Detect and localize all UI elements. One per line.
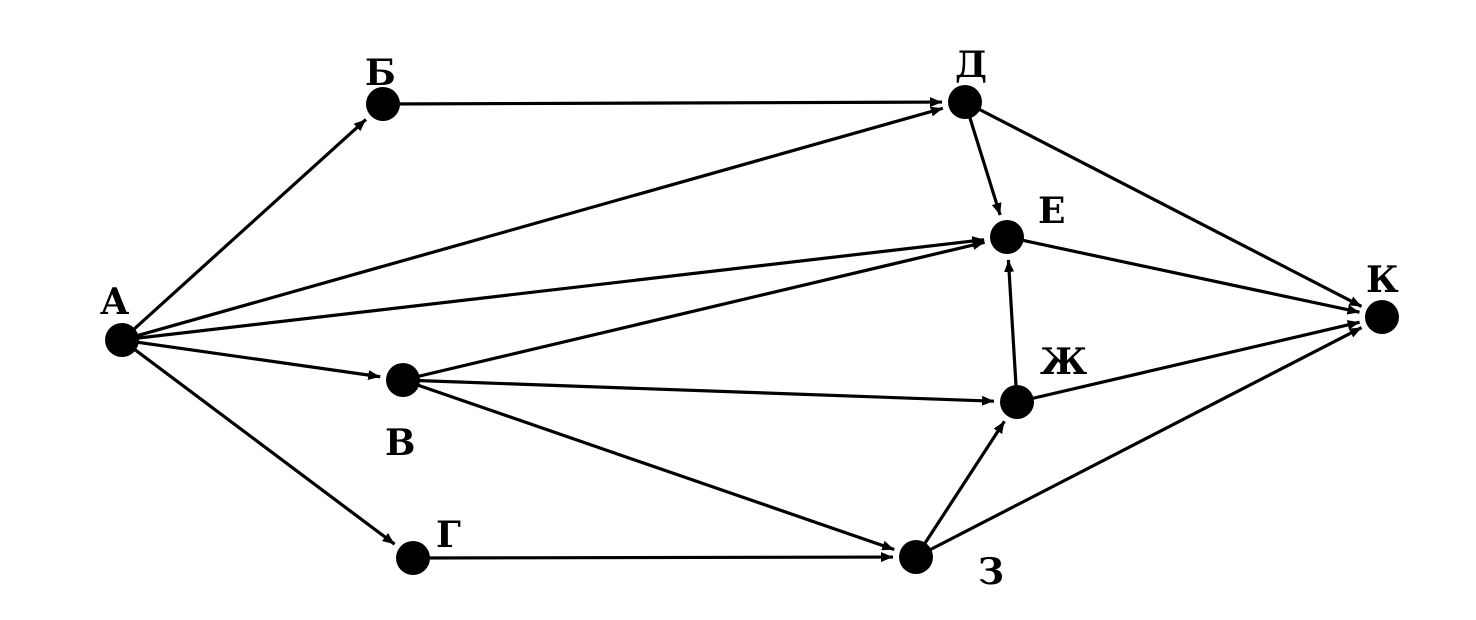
edge-zh-e: [1004, 259, 1019, 403]
node-label-e: Е: [1038, 190, 1065, 232]
edge-v-z: [402, 378, 895, 552]
node-label-v: В: [385, 422, 415, 464]
labels-layer: А Б В Г Д Е Ж З К: [100, 44, 1399, 593]
nodes-layer: [105, 85, 1399, 575]
edge-v-e: [402, 240, 985, 382]
edge-a-g: [121, 338, 396, 546]
edge-v-zh: [402, 378, 995, 406]
node-z: [899, 540, 933, 574]
edge-a-v: [121, 338, 381, 381]
edge-d-k: [964, 100, 1363, 308]
node-a: [105, 323, 139, 357]
edge-a-e: [121, 236, 985, 342]
node-k: [1365, 300, 1399, 334]
node-label-zh: Ж: [1040, 341, 1087, 383]
node-v: [386, 363, 420, 397]
edges-layer: [120, 97, 1363, 563]
node-g: [396, 541, 430, 575]
node-label-z: З: [978, 551, 1004, 593]
node-label-g: Г: [436, 514, 461, 556]
node-label-a: А: [100, 281, 129, 323]
node-e: [990, 220, 1024, 254]
edge-a-d: [121, 106, 944, 342]
node-zh: [1000, 385, 1034, 419]
edge-zh-k: [1016, 320, 1360, 404]
edge-b-d: [382, 97, 943, 108]
edge-d-e: [963, 101, 1002, 216]
edge-a-b: [120, 118, 368, 342]
node-b: [366, 87, 400, 121]
edge-z-zh: [914, 420, 1006, 558]
edge-e-k: [1006, 235, 1360, 315]
node-label-b: Б: [365, 52, 396, 94]
node-label-k: К: [1366, 259, 1399, 301]
node-label-d: Д: [955, 44, 987, 86]
edge-z-k: [915, 326, 1363, 559]
node-d: [948, 85, 982, 119]
edge-g-z: [412, 552, 894, 563]
